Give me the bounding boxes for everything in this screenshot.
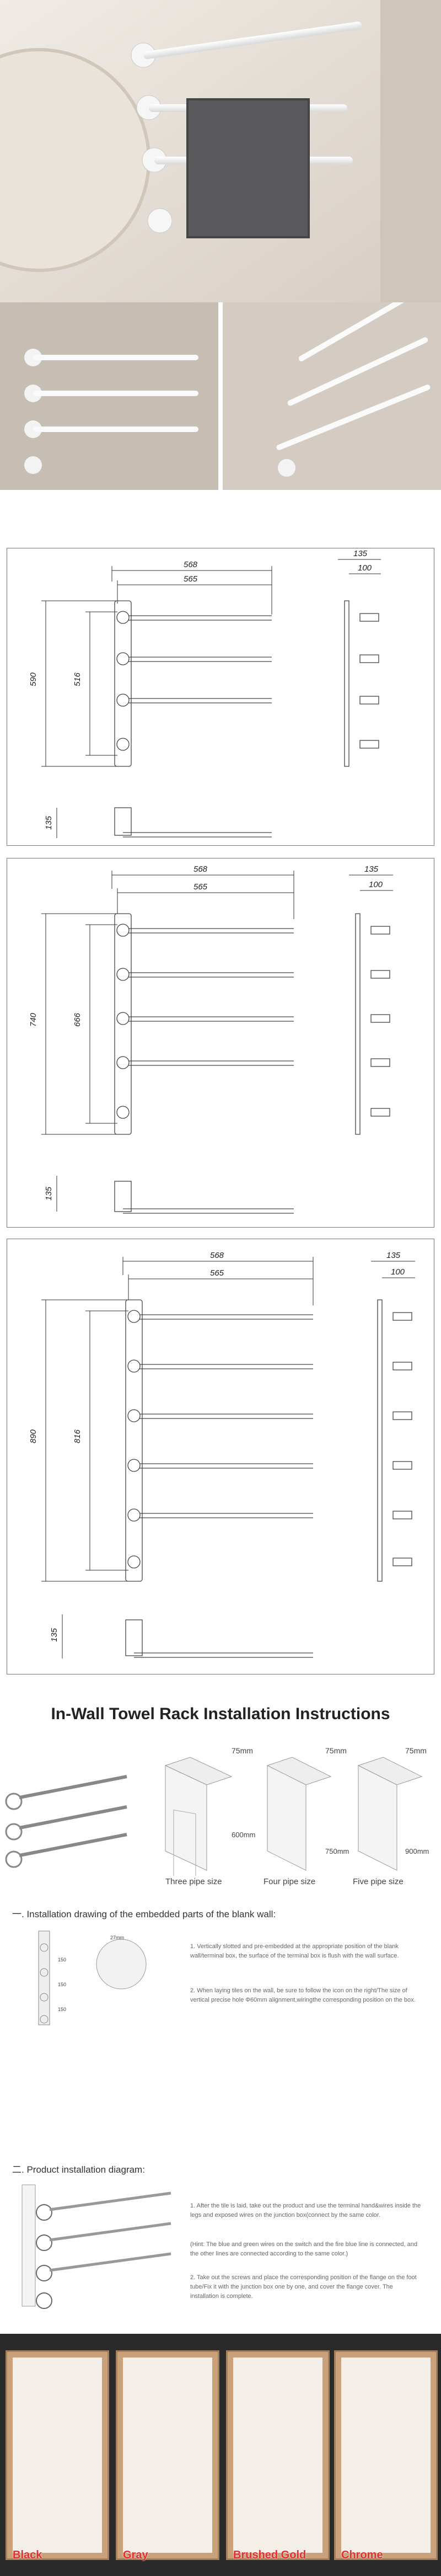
step2-note-1: 1. After the tile is laid, take out the …	[190, 2202, 421, 2218]
depth-inner-label: 100	[369, 880, 383, 889]
detail-photos	[0, 302, 441, 490]
depth-inner-label: 100	[391, 1267, 405, 1277]
box-caption-three: Three pipe size	[165, 1877, 222, 1886]
step2-note-3: 2. Take out the screws and place the cor…	[190, 2274, 417, 2300]
drawing-four-pipe-svg: 568 565 740 666 135 100 135	[29, 865, 393, 1214]
box-height-label-2: 750mm	[325, 1847, 349, 1855]
width-outer-label: 568	[193, 865, 208, 874]
dimension-drawing-three-pipe: 568 565 590 516 135 100 135	[7, 548, 434, 846]
color-label-brushed-gold: Brushed Gold	[233, 2549, 306, 2561]
box-caption-four: Four pipe size	[263, 1877, 316, 1886]
detail-photos-illustration	[0, 302, 441, 490]
step2-note-2: (Hint: The blue and green wires on the s…	[190, 2241, 417, 2257]
hero-photo-illustration	[0, 0, 441, 302]
base-label: 135	[50, 1628, 59, 1642]
mini-label-27: 27mm	[110, 1935, 124, 1940]
package-gray: Gray	[116, 2350, 219, 2561]
depth-label: 135	[353, 549, 368, 558]
height-inner-label: 516	[73, 672, 82, 686]
junction-box-illustration: 75mm 75mm 75mm 600mm 750mm 900mm	[5, 1746, 429, 1876]
hero-photo	[0, 0, 441, 302]
step1-heading: 一. Installation drawing of the embedded …	[12, 1909, 276, 1919]
height-total-label: 740	[29, 1012, 38, 1027]
mini-label-150-b: 150	[58, 1982, 66, 1987]
base-label: 135	[44, 815, 53, 830]
depth-label: 135	[386, 1251, 401, 1260]
color-label-black: Black	[13, 2549, 42, 2561]
dimension-drawing-four-pipe: 568 565 740 666 135 100 135	[7, 858, 434, 1228]
width-inner-label: 565	[210, 1268, 224, 1278]
step2-heading: 二. Product installation diagram:	[12, 2164, 145, 2175]
package-brushed-gold: Brushed Gold	[226, 2350, 330, 2561]
drawing-five-pipe-svg: 568 565 890 816 135 100 135	[29, 1251, 415, 1658]
dimension-drawing-five-pipe: 568 565 890 816 135 100 135	[7, 1239, 434, 1674]
color-variants-photo: Black Gray Brushed Gold Chrome	[0, 2334, 441, 2576]
box-depth-label-1: 75mm	[232, 1746, 253, 1755]
height-total-label: 590	[29, 672, 38, 686]
package-chrome: Chrome	[334, 2350, 438, 2561]
depth-label: 135	[364, 865, 379, 874]
box-depth-label-3: 75mm	[405, 1746, 427, 1755]
box-height-label-3: 900mm	[405, 1847, 429, 1855]
color-label-gray: Gray	[123, 2549, 148, 2561]
step1-note-1: 1. Vertically slotted and pre-embedded a…	[190, 1943, 399, 1959]
section-title: In-Wall Towel Rack Installation Instruct…	[51, 1705, 390, 1723]
mini-label-150-c: 150	[58, 2007, 66, 2012]
depth-inner-label: 100	[358, 563, 372, 573]
color-label-chrome: Chrome	[341, 2549, 383, 2561]
height-total-label: 890	[29, 1429, 38, 1443]
package-black: Black	[6, 2350, 109, 2561]
width-inner-label: 565	[184, 574, 198, 584]
width-inner-label: 565	[193, 882, 208, 892]
drawing-three-pipe-svg: 568 565 590 516 135 100 135	[29, 549, 381, 838]
height-inner-label: 666	[73, 1012, 82, 1027]
step1-note-2: 2. When laying tiles on the wall, be sur…	[190, 1987, 416, 2003]
box-height-label-1: 600mm	[232, 1831, 255, 1839]
box-depth-label-2: 75mm	[325, 1746, 347, 1755]
step2-illustration	[21, 2184, 171, 2309]
base-label: 135	[44, 1186, 53, 1201]
box-caption-five: Five pipe size	[353, 1877, 404, 1886]
width-outer-label: 568	[184, 560, 198, 569]
width-outer-label: 568	[210, 1251, 224, 1260]
step1-illustration: 27mm 150 150 150	[38, 1930, 147, 2025]
mini-label-150-a: 150	[58, 1957, 66, 1962]
height-inner-label: 816	[73, 1429, 82, 1443]
